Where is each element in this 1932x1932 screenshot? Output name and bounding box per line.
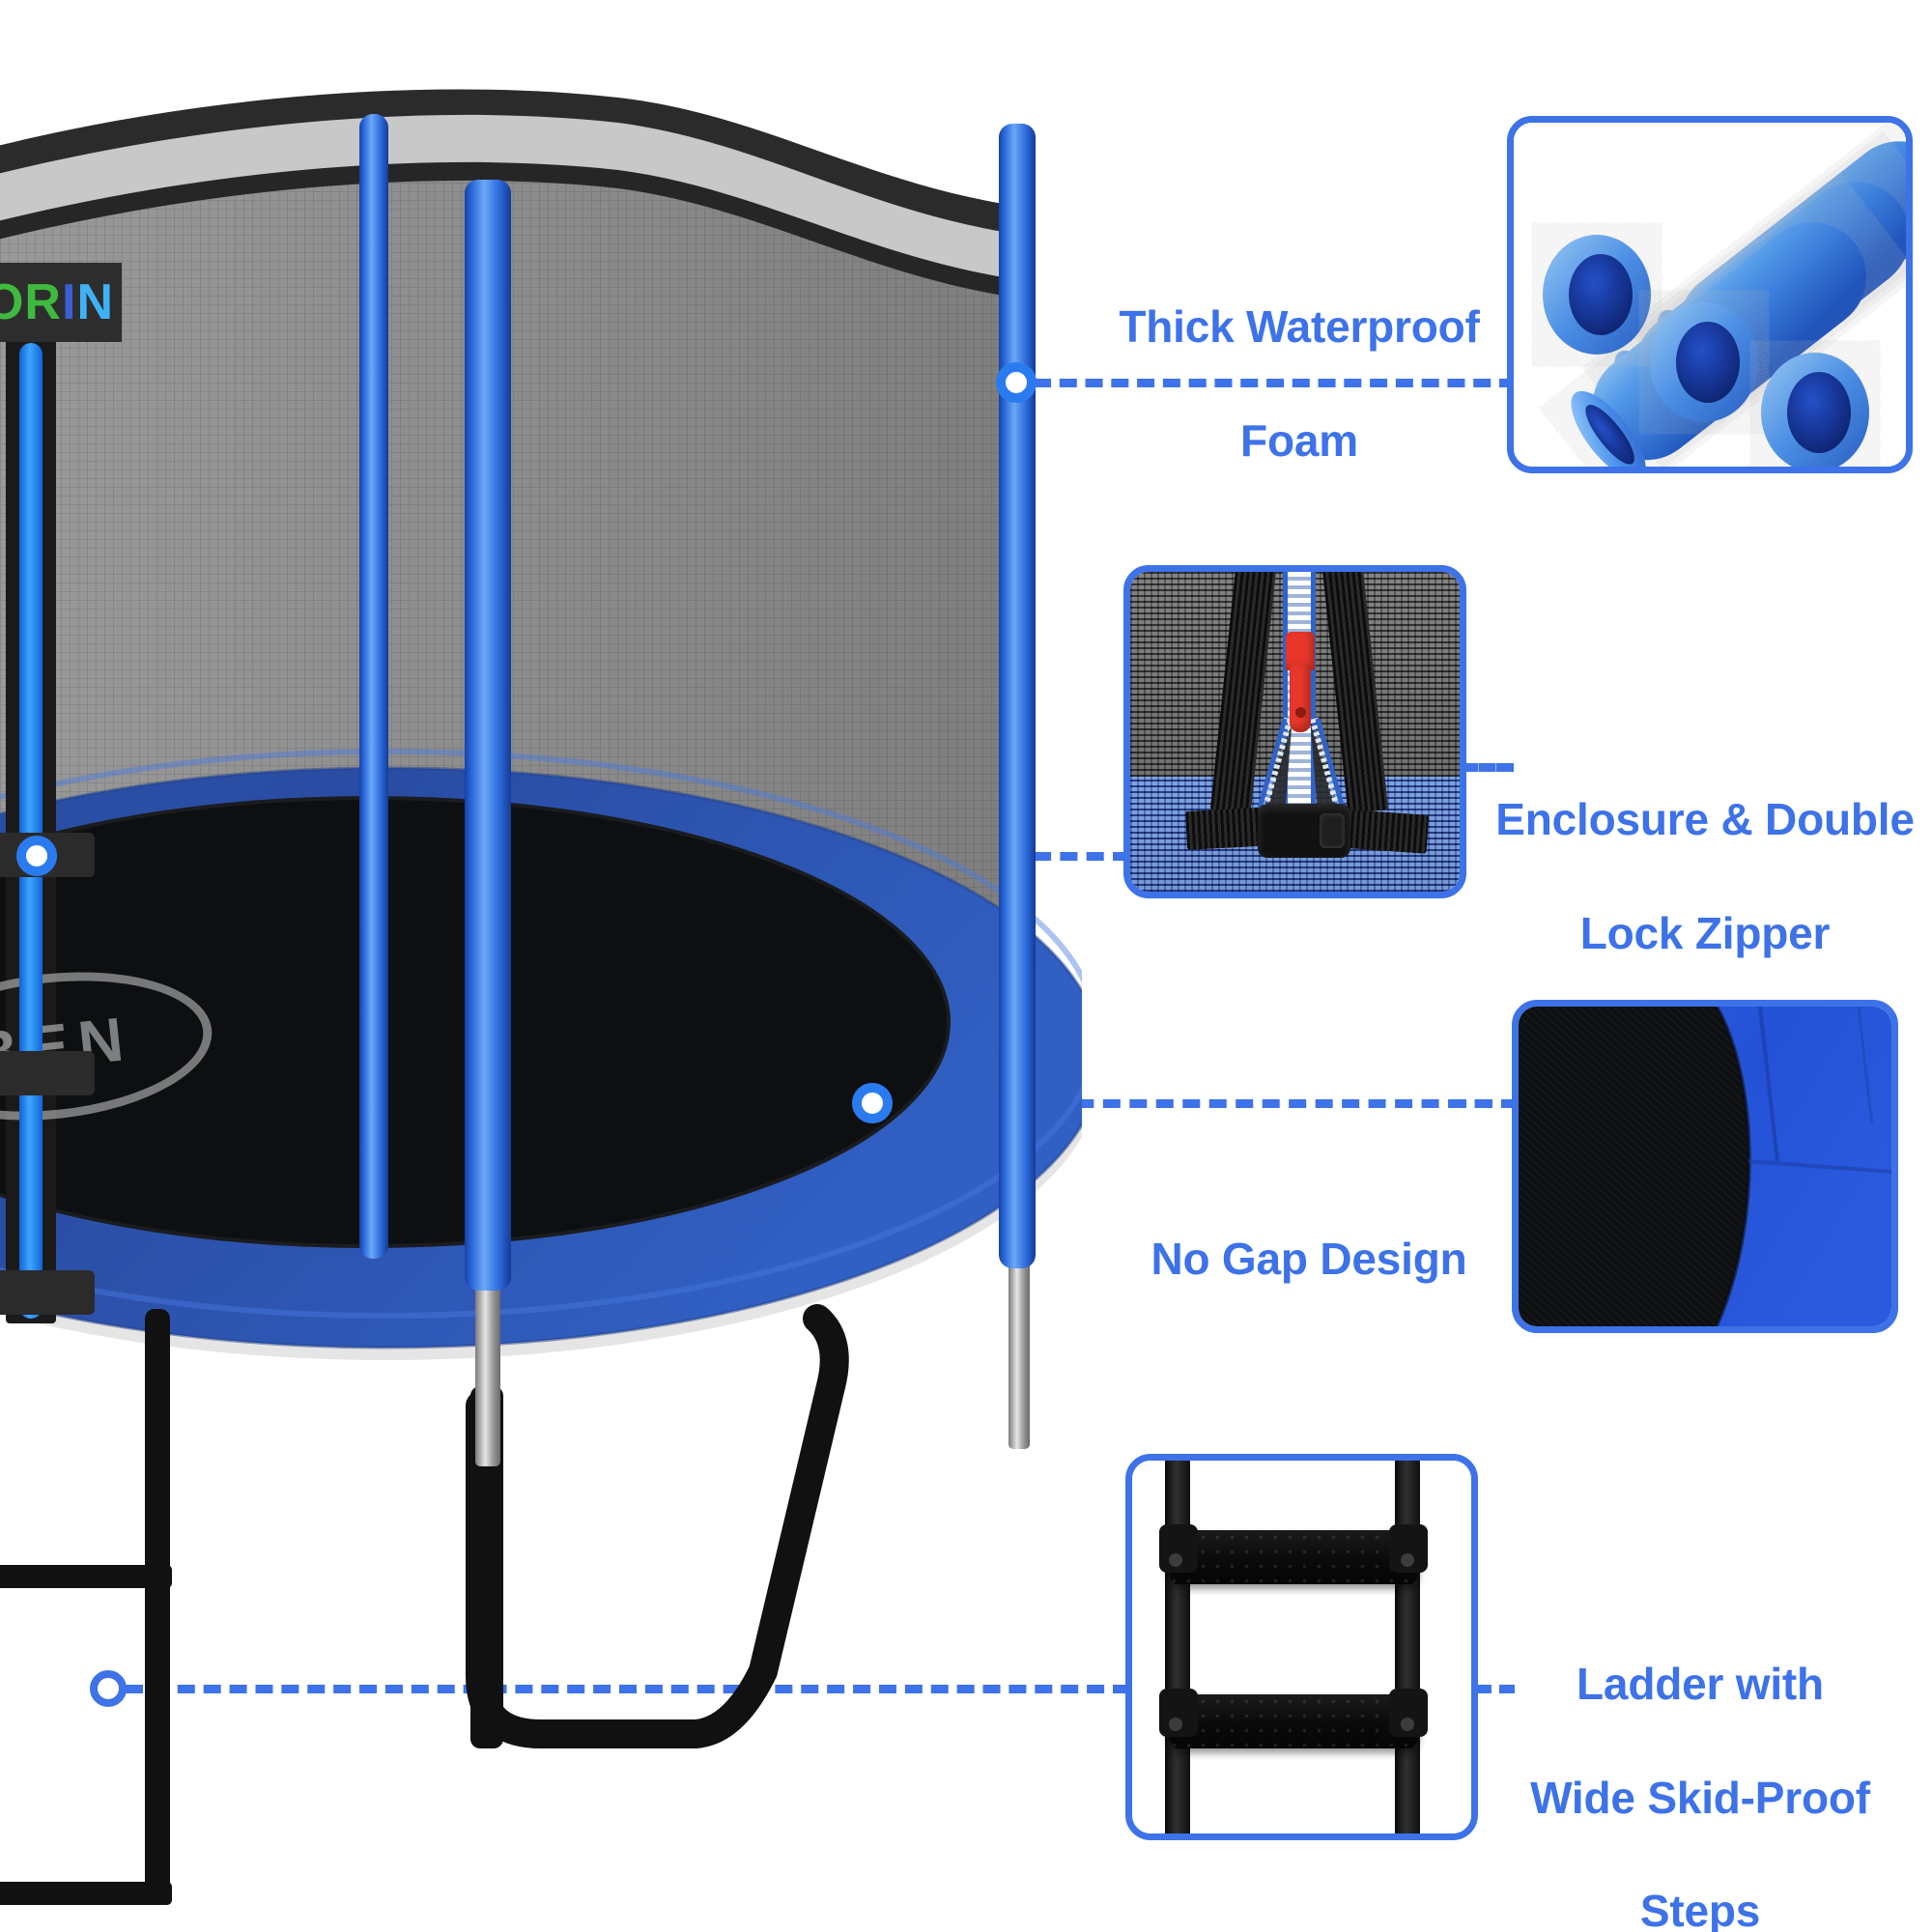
enclosure-pole-2 [359, 114, 388, 1259]
ladder-inset-step-2 [1167, 1694, 1420, 1748]
connector-ladder [126, 1685, 1130, 1693]
inset-no-gap [1512, 1000, 1898, 1333]
brand-letter-n: N [76, 274, 114, 330]
no-gap-graphic [1519, 1007, 1891, 1326]
inset-zipper-buckle [1123, 565, 1466, 898]
inset-ladder-steps [1125, 1454, 1478, 1840]
callout-dot-zipper[interactable] [16, 836, 57, 876]
zipper-pull-hole [1295, 707, 1306, 718]
connector-foam [1034, 379, 1517, 387]
zipper-split [1255, 717, 1348, 817]
ladder-step-1 [0, 1565, 172, 1588]
brand-letter-o: O [0, 274, 25, 330]
callout-label-foam: Thick Waterproof Foam [1106, 242, 1492, 526]
pole-leg-metal-1 [475, 1273, 500, 1466]
callout-dot-foam[interactable] [996, 362, 1037, 403]
ladder-inset-screw-2r [1401, 1718, 1414, 1731]
buckle-latch [1320, 813, 1345, 848]
inset-foam-tubes [1507, 116, 1913, 473]
callout-label-zipper-line2: Lock Zipper [1579, 907, 1831, 958]
zipper-pull-tab[interactable] [1290, 665, 1311, 732]
callout-label-zipper-line1: Enclosure & Double [1495, 793, 1915, 844]
connector-no-gap-label [1449, 1099, 1519, 1108]
ladder-rail-right [145, 1309, 170, 1893]
connector-no-gap [891, 1099, 1519, 1108]
enclosure-pole-3 [465, 180, 511, 1291]
zipper-pull-red[interactable] [1286, 632, 1315, 670]
callout-label-ladder-line3: Steps [1639, 1886, 1761, 1932]
brand-letter-r: R [24, 274, 62, 330]
ladder-step-2 [0, 1882, 172, 1905]
net-clip-mid [0, 1051, 95, 1095]
enclosure-net [0, 89, 1082, 1360]
callout-label-ladder-line2: Wide Skid-Proof [1530, 1772, 1870, 1823]
foam-tubes-graphic [1543, 141, 1906, 467]
support-leg-u [466, 1304, 849, 1748]
ladder-inset-rail-right [1395, 1461, 1420, 1833]
pole-leg-metal-2 [1009, 1256, 1030, 1449]
net-clip-bottom [0, 1270, 95, 1315]
brand-letter-i: I [61, 274, 77, 330]
enclosure-pole-4 [999, 124, 1036, 1268]
ladder-inset-rail-left [1165, 1461, 1190, 1833]
connector-ladder-label [1476, 1685, 1515, 1693]
ladder-inset-step-1 [1167, 1530, 1420, 1584]
ladder-inset-screw-1r [1401, 1553, 1414, 1567]
callout-dot-no-gap[interactable] [852, 1083, 893, 1123]
ladder-inset-screw-2l [1169, 1718, 1182, 1731]
callout-label-no-gap: No Gap Design [1116, 1174, 1502, 1345]
callout-label-foam-line1: Thick Waterproof [1119, 300, 1480, 352]
callout-label-ladder-line1: Ladder with [1577, 1658, 1824, 1709]
callout-label-zipper: Enclosure & Double Lock Zipper [1492, 734, 1918, 1018]
enclosure-pole-1 [19, 343, 43, 1319]
callout-dot-ladder[interactable] [90, 1670, 127, 1707]
connector-zipper-label [1461, 763, 1514, 772]
callout-label-ladder: Ladder with Wide Skid-Proof Steps [1488, 1599, 1913, 1932]
callout-label-foam-line2: Foam [1240, 414, 1358, 466]
callout-label-no-gap-line1: No Gap Design [1151, 1233, 1467, 1284]
ladder-inset-screw-1l [1169, 1553, 1182, 1567]
